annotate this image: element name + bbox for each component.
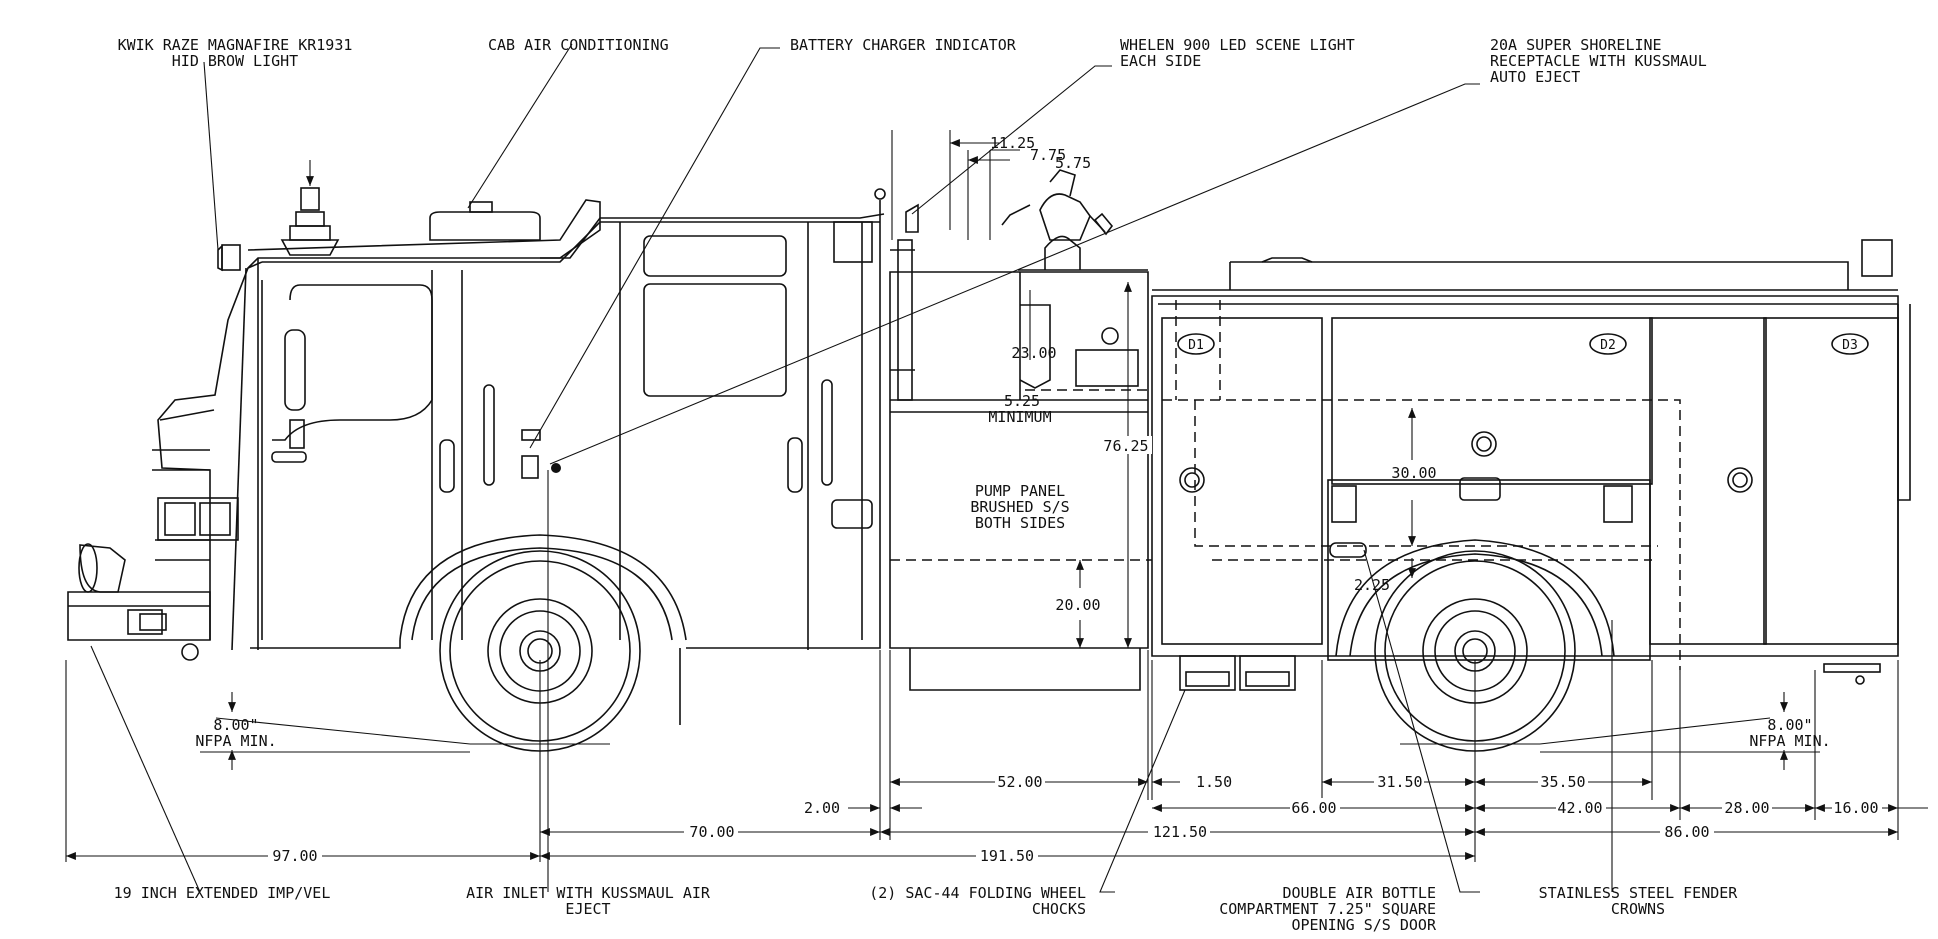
compartment-d3-label: D3 — [1842, 338, 1858, 353]
front-clearance-label: NFPA MIN. — [195, 732, 276, 750]
callout-air-inlet-line1: AIR INLET WITH KUSSMAUL AIR — [466, 884, 711, 902]
compartment-d1-label: D1 — [1188, 338, 1204, 353]
dim-5-75: 5.75 — [1055, 154, 1091, 172]
dim-35-50: 35.50 — [1540, 773, 1585, 791]
dim-16-00: 16.00 — [1833, 799, 1878, 817]
callout-shoreline-line3: AUTO EJECT — [1490, 68, 1580, 86]
compartment-d2-label: D2 — [1600, 338, 1616, 353]
dim-30-00: 30.00 — [1391, 464, 1436, 482]
callout-shoreline-line2: RECEPTACLE WITH KUSSMAUL — [1490, 52, 1707, 70]
dim-20-00: 20.00 — [1055, 596, 1100, 614]
dim-121-50: 121.50 — [1153, 823, 1207, 841]
dim-2-25: 2.25 — [1354, 576, 1390, 594]
callout-air-bottle-line2: COMPARTMENT 7.25" SQUARE — [1219, 900, 1436, 918]
pump-panel-label-line2: BRUSHED S/S — [970, 498, 1069, 516]
dimension-lines: 52.00 1.50 31.50 35.50 2.00 66.00 42.00 … — [65, 130, 1928, 865]
front-clearance-value: 8.00" — [213, 716, 258, 734]
dim-97-00: 97.00 — [272, 847, 317, 865]
pump-panel-label-line1: PUMP PANEL — [975, 482, 1065, 500]
dim-7-75: 7.75 — [1030, 146, 1066, 164]
callout-air-bottle-line3: OPENING S/S DOOR — [1292, 916, 1437, 934]
dim-minimum: MINIMUM — [988, 408, 1051, 426]
dim-76-25: 76.25 — [1103, 437, 1148, 455]
callout-cab-ac: CAB AIR CONDITIONING — [488, 36, 669, 54]
callout-brow-light-line1: KWIK RAZE MAGNAFIRE KR1931 — [118, 36, 353, 54]
callout-brow-light-line2: HID BROW LIGHT — [172, 52, 298, 70]
dim-5-25: 5.25 — [1004, 392, 1040, 410]
bottom-callouts: 19 INCH EXTENDED IMP/VEL AIR INLET WITH … — [114, 884, 1739, 934]
dim-70-00: 70.00 — [689, 823, 734, 841]
dim-42-00: 42.00 — [1557, 799, 1602, 817]
top-callouts: KWIK RAZE MAGNAFIRE KR1931 HID BROW LIGH… — [118, 36, 1707, 86]
dim-28-00: 28.00 — [1724, 799, 1769, 817]
leader-lines — [90, 43, 1613, 893]
dim-23-00: 23.00 — [1011, 344, 1056, 362]
dim-191-50: 191.50 — [980, 847, 1034, 865]
callout-scene-light-line2: EACH SIDE — [1120, 52, 1201, 70]
callout-chocks-line2: CHOCKS — [1032, 900, 1086, 918]
dim-1-50: 1.50 — [1196, 773, 1232, 791]
pump-panel-label-line3: BOTH SIDES — [975, 514, 1065, 532]
callout-scene-light-line1: WHELEN 900 LED SCENE LIGHT — [1120, 36, 1355, 54]
rear-clearance-value: 8.00" — [1767, 716, 1812, 734]
interior-labels: PUMP PANEL BRUSHED S/S BOTH SIDES D1 D2 … — [970, 338, 1858, 532]
callout-fender-line1: STAINLESS STEEL FENDER — [1539, 884, 1739, 902]
callout-air-bottle-line1: DOUBLE AIR BOTTLE — [1282, 884, 1436, 902]
callout-air-inlet-line2: EJECT — [565, 900, 610, 918]
dim-31-50: 31.50 — [1377, 773, 1422, 791]
ground-clearance-annotations: 8.00" NFPA MIN. 8.00" NFPA MIN. — [195, 692, 1831, 770]
dim-86-00: 86.00 — [1664, 823, 1709, 841]
callout-impeller: 19 INCH EXTENDED IMP/VEL — [114, 884, 331, 902]
callout-shoreline-line1: 20A SUPER SHORELINE — [1490, 36, 1662, 54]
dim-11-25: 11.25 — [990, 134, 1035, 152]
dim-2-00: 2.00 — [804, 799, 840, 817]
dim-66-00: 66.00 — [1291, 799, 1336, 817]
callout-chocks-line1: (2) SAC-44 FOLDING WHEEL — [869, 884, 1086, 902]
truck-outline — [67, 160, 1911, 752]
callout-battery-charger: BATTERY CHARGER INDICATOR — [790, 36, 1017, 54]
dim-52-00: 52.00 — [997, 773, 1042, 791]
callout-fender-line2: CROWNS — [1611, 900, 1665, 918]
rear-clearance-label: NFPA MIN. — [1749, 732, 1830, 750]
